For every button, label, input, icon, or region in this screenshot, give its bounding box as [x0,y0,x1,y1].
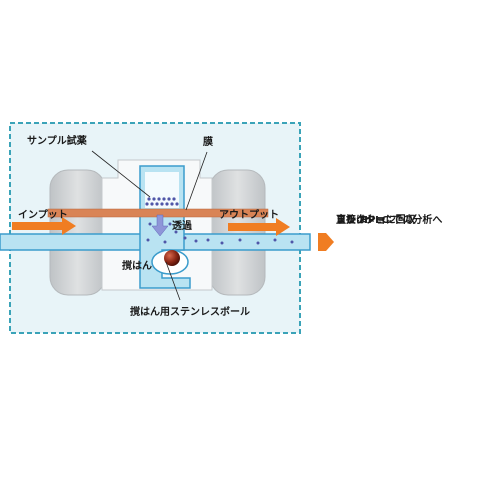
left-clamp [49,169,106,296]
external-output-arrow [318,233,334,251]
label-permeation: 透過 [172,221,192,232]
permeation-arrow [151,214,169,237]
note-line-2: コレクターに回収 [336,215,416,226]
label-input: インプット [18,210,68,221]
note-line-3: または [336,215,366,226]
sample-particles [145,197,179,206]
label-sample: サンプル試薬 [27,136,87,147]
label-stir-ball: 撹はん用ステンレスボール [130,307,250,318]
leader-lines [91,150,208,301]
note-line-1: フラクション [336,215,396,226]
permeated-particles [146,222,294,245]
inlet-tube [0,233,151,251]
label-output: アウトプット [219,210,279,221]
label-stirring: 撹はん [122,261,152,272]
chamber-inner [145,172,179,208]
label-membrane: 膜 [203,137,213,148]
right-clamp [209,169,266,296]
stir-ball [164,250,180,266]
input-arrow [12,217,76,235]
note-line-4: 直接 HPLC での分析へ [336,215,443,226]
output-arrow [228,218,290,236]
